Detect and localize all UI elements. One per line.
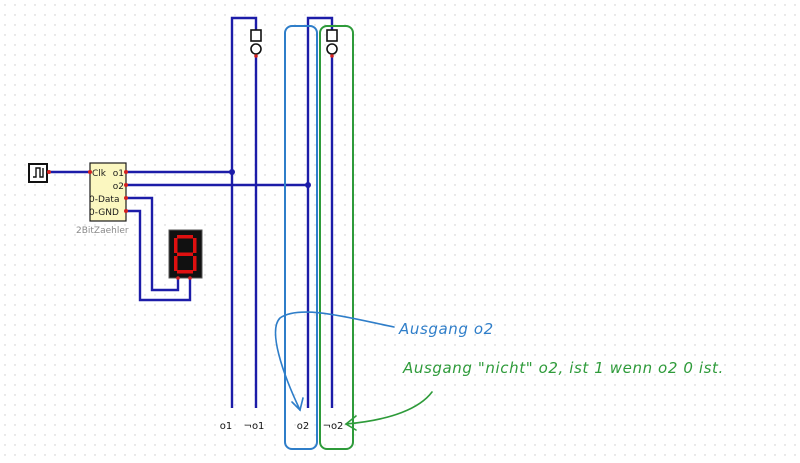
annotation-arrow-o2	[274, 311, 395, 412]
output-label-o2: o2	[297, 421, 309, 432]
wire-0-data[interactable]	[126, 196, 180, 292]
annotation-arrow-not-o2	[344, 391, 433, 431]
pin-0-gnd-label: 0-GND	[89, 208, 119, 218]
wire-o2-to-not[interactable]	[306, 16, 334, 185]
clock-pulse-icon	[33, 167, 44, 178]
inverter-o2[interactable]	[326, 29, 338, 58]
clock-source[interactable]	[28, 163, 51, 183]
pin-o1-label: o1	[113, 169, 124, 179]
output-label-not-o2: ¬o2	[323, 421, 344, 432]
note-ausgang-nicht-o2: Ausgang "nicht" o2, ist 1 wenn o2 0 ist.	[402, 359, 724, 377]
junction-o2	[305, 182, 311, 188]
highlight-not-o2-frame	[319, 25, 354, 450]
wire-0-gnd[interactable]	[126, 209, 192, 302]
note-ausgang-o2: Ausgang o2	[398, 320, 494, 338]
wire-o1-to-not[interactable]	[230, 16, 258, 172]
highlight-o2-frame	[284, 25, 318, 450]
inverter-o1[interactable]	[250, 29, 262, 58]
seven-segment-display[interactable]	[168, 229, 203, 280]
pin-0-data-label: 0-Data	[89, 195, 119, 205]
counter-name-label: 2BitZaehler	[76, 226, 129, 236]
seven-segment-digit	[174, 235, 197, 274]
pin-o2-label: o2	[113, 182, 124, 192]
pin-clk-label: Clk	[92, 169, 107, 179]
counter-component[interactable]: Clk o1 o2 0-Data 0-GND	[88, 162, 128, 222]
output-label-o1: o1	[220, 421, 232, 432]
junction-o1	[229, 169, 235, 175]
output-label-not-o1: ¬o1	[244, 421, 265, 432]
